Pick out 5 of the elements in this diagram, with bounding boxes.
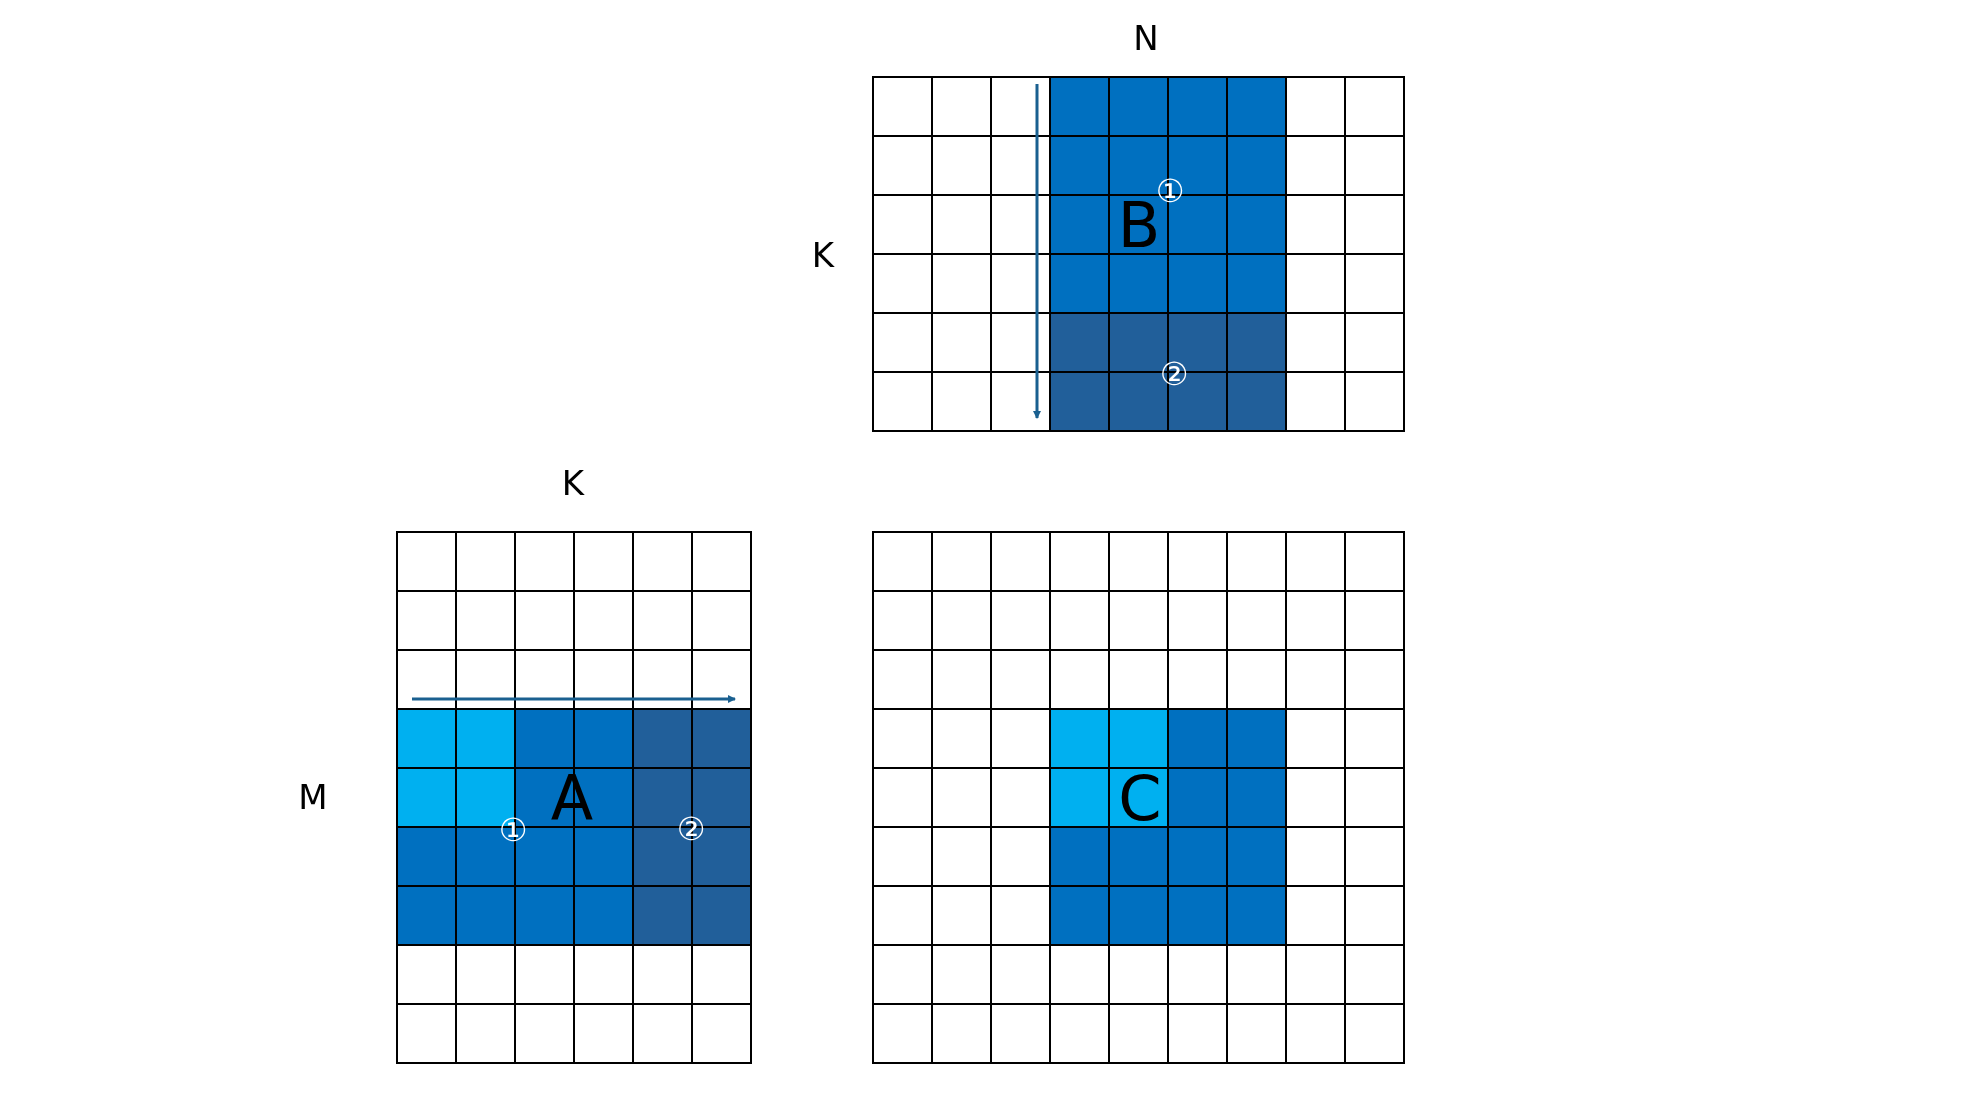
dimension-label: K (811, 238, 835, 272)
dimension-label: M (298, 780, 328, 814)
matrix-letter: C (1118, 768, 1162, 830)
dimension-label: K (561, 466, 585, 500)
dimension-label: N (1133, 21, 1159, 55)
